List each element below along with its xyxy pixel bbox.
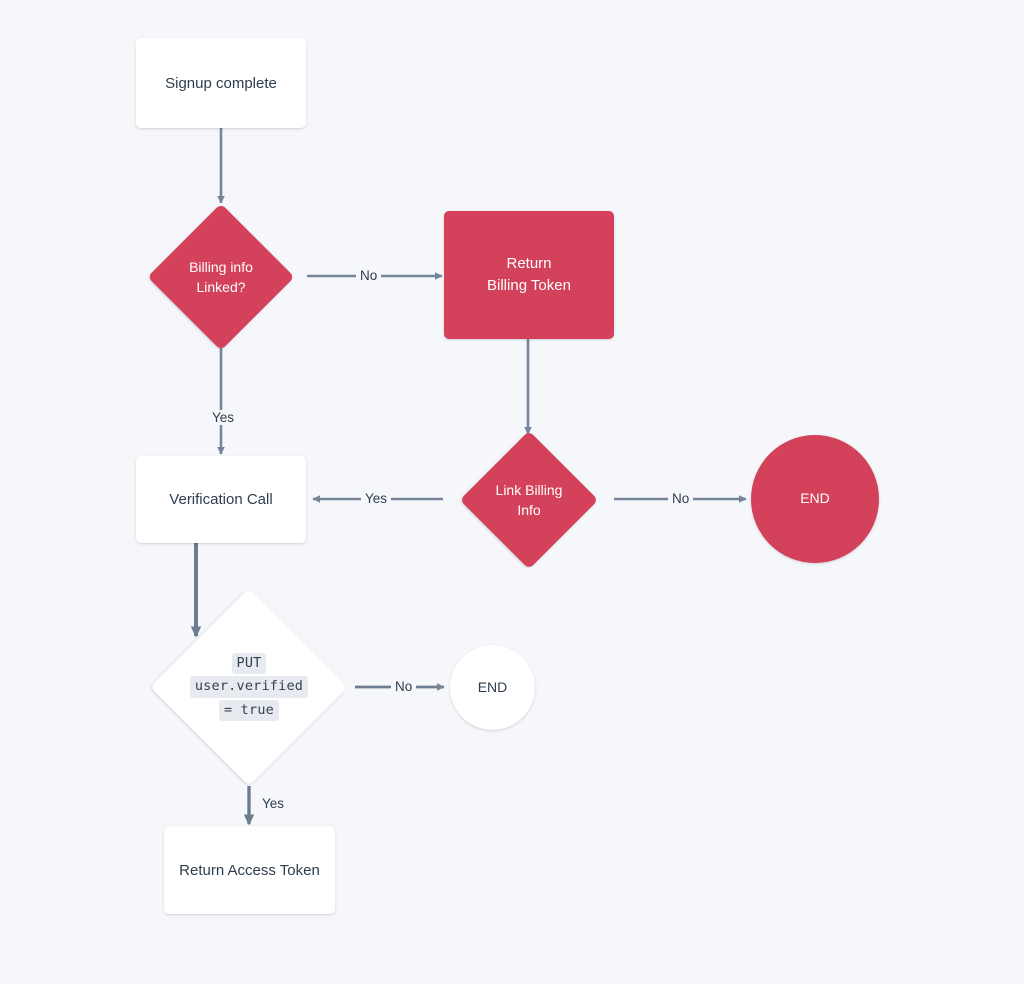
edge-label-no-link-billing: No [668, 491, 694, 506]
node-return-access-token[interactable]: Return Access Token [164, 826, 335, 914]
node-end-red[interactable]: END [751, 435, 879, 563]
node-label: Verification Call [169, 491, 273, 508]
node-label: END [800, 490, 830, 507]
node-label: Signup complete [165, 74, 277, 92]
code-line-value: = true [219, 699, 279, 722]
node-end-white[interactable]: END [450, 645, 535, 730]
node-link-billing-info[interactable]: Link Billing Info [443, 430, 615, 570]
edge-label-no-put-verified: No [391, 679, 417, 694]
edge-label-no-billing: No [356, 268, 382, 283]
node-label-line-2: Billing Token [487, 277, 571, 294]
edge-label-yes-billing: Yes [208, 410, 239, 425]
node-label-line-1: Return [506, 254, 552, 272]
edge-label-yes-link-billing: Yes [361, 491, 392, 506]
node-signup-complete[interactable]: Signup complete [136, 38, 306, 128]
node-billing-info-linked[interactable]: Billing info Linked? [135, 203, 307, 351]
code-line-field: user.verified [189, 676, 309, 698]
diamond-label-group: PUT user.verified = true [143, 588, 355, 786]
node-verification-call[interactable]: Verification Call [136, 456, 306, 543]
diamond-label-group: Billing info Linked? [135, 204, 307, 350]
node-return-billing-token[interactable]: Return Billing Token [444, 211, 614, 339]
node-label-line-1: Billing info [189, 258, 253, 275]
diamond-label-group: Link Billing Info [443, 434, 615, 566]
node-label: END [477, 678, 508, 695]
node-label-line-2: Info [517, 502, 541, 518]
node-label-line-1: Link Billing [495, 481, 563, 498]
node-label: Return Access Token [179, 861, 320, 879]
edge-label-yes-put-verified: Yes [258, 796, 289, 811]
node-label-line-2: Linked? [196, 279, 246, 295]
node-put-user-verified[interactable]: PUT user.verified = true [143, 588, 355, 786]
code-line-method: PUT [231, 652, 267, 675]
